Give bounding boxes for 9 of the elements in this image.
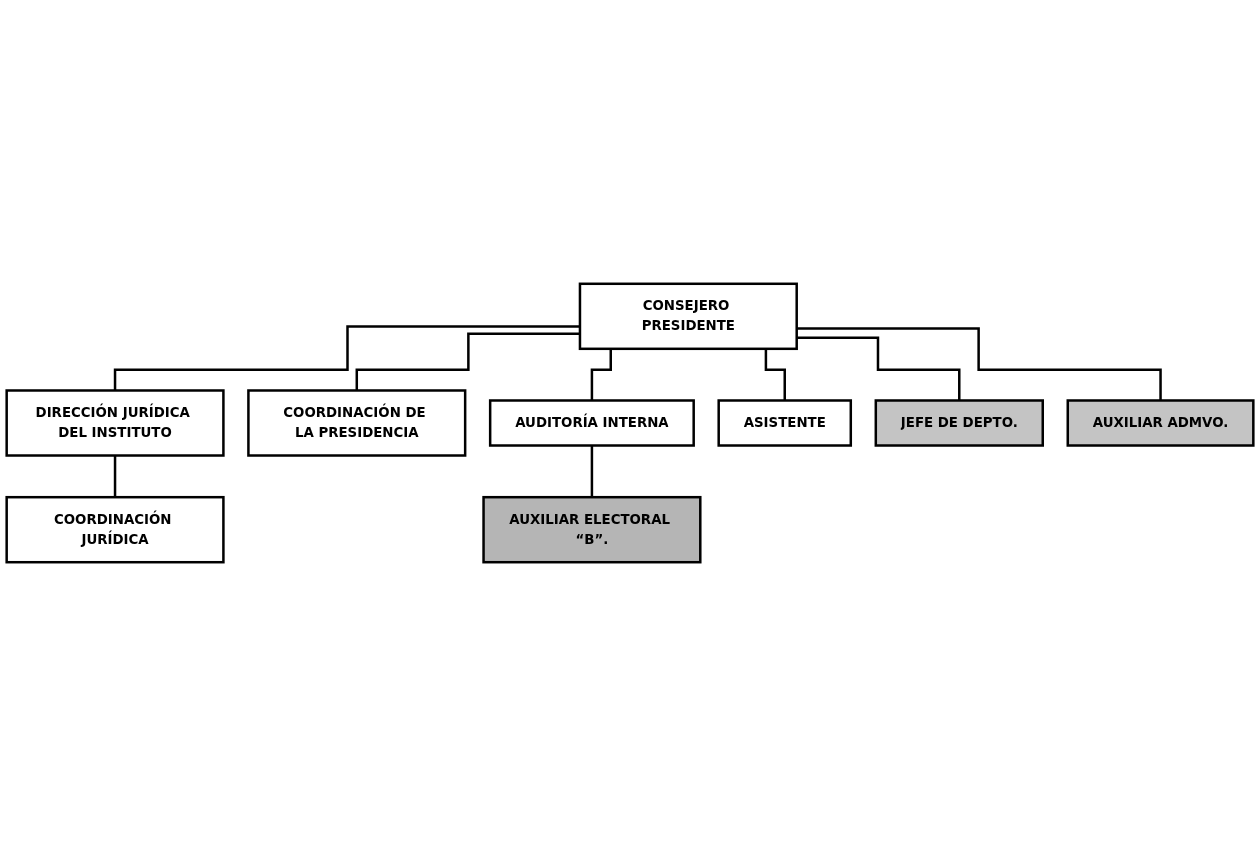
node-box: AUXILIAR ADMVO.	[1066, 399, 1255, 447]
node-box: CONSEJERO PRESIDENTE	[578, 282, 798, 351]
node-box: ASISTENTE	[717, 399, 853, 447]
node-box: AUXILIAR ELECTORAL “B”.	[482, 495, 702, 564]
node-box: AUDITORÍA INTERNA	[488, 399, 695, 447]
node-box: COORDINACIÓN JURÍDICA	[5, 495, 225, 564]
node-box: JEFE DE DEPTO.	[874, 399, 1044, 447]
node-box: DIRECCIÓN JURÍDICA DEL INSTITUTO	[5, 389, 225, 457]
node-box: COORDINACIÓN DE LA PRESIDENCIA	[247, 389, 467, 457]
